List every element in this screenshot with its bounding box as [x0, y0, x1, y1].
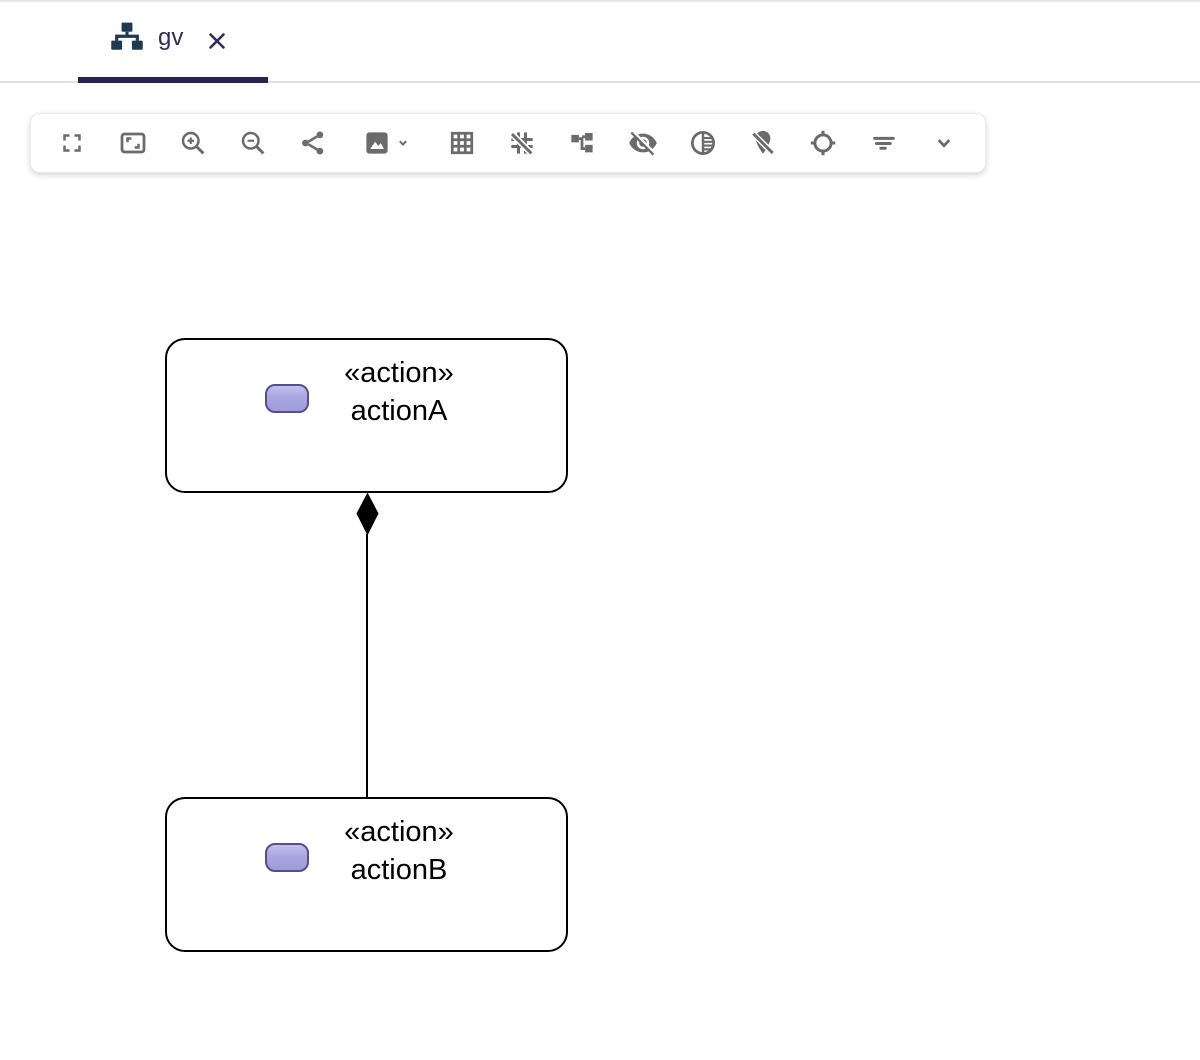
zoom-in-icon	[181, 131, 205, 155]
node-stereotype: «action»	[344, 816, 454, 848]
schema-icon	[571, 133, 593, 153]
node-actionA[interactable]: «action» actionA	[165, 338, 568, 493]
node-text: «action» actionA	[313, 354, 485, 430]
tab-gv[interactable]: gv	[78, 0, 268, 83]
hide-elements-button[interactable]	[620, 120, 666, 166]
close-icon[interactable]	[202, 26, 232, 56]
tab-label: gv	[158, 24, 184, 51]
filter-lines-icon	[872, 136, 895, 150]
diagram-toolbar	[30, 113, 986, 173]
center-target-button[interactable]	[800, 120, 846, 166]
grid-off-button[interactable]	[499, 120, 545, 166]
grid-on-button[interactable]	[439, 120, 485, 166]
fullscreen-icon	[63, 134, 81, 152]
grid-on-icon	[450, 131, 473, 155]
filter-button[interactable]	[861, 120, 907, 166]
target-icon	[811, 130, 836, 156]
active-tab-indicator	[78, 77, 268, 83]
action-glyph-icon	[265, 384, 309, 413]
chevron-down-icon	[937, 139, 951, 148]
action-glyph-icon	[265, 843, 309, 872]
zoom-out-button[interactable]	[230, 120, 276, 166]
grid-off-icon	[509, 131, 534, 156]
fullscreen-button[interactable]	[49, 120, 95, 166]
more-options-button[interactable]	[921, 120, 967, 166]
node-stereotype: «action»	[344, 357, 454, 389]
chevron-down-icon	[398, 140, 407, 147]
node-name: actionA	[350, 395, 448, 427]
fit-screen-icon	[120, 132, 145, 154]
share-button[interactable]	[290, 120, 336, 166]
location-off-icon	[751, 130, 775, 156]
node-text: «action» actionB	[313, 813, 485, 889]
image-icon	[365, 132, 388, 154]
export-image-button[interactable]	[351, 120, 425, 166]
composition-diamond	[356, 492, 379, 536]
node-name: actionB	[350, 854, 448, 886]
diagram-tree-icon	[106, 17, 148, 64]
location-off-button[interactable]	[740, 120, 786, 166]
schema-layout-button[interactable]	[559, 120, 605, 166]
tab-bar: gv	[0, 0, 1200, 83]
share-icon	[302, 131, 324, 155]
contrast-button[interactable]	[680, 120, 726, 166]
edge-line	[366, 534, 368, 797]
zoom-out-icon	[241, 131, 265, 155]
visibility-off-icon	[628, 131, 657, 156]
zoom-in-button[interactable]	[170, 120, 216, 166]
fit-to-screen-button[interactable]	[110, 120, 156, 166]
node-actionB[interactable]: «action» actionB	[165, 797, 568, 952]
contrast-icon	[690, 131, 715, 155]
